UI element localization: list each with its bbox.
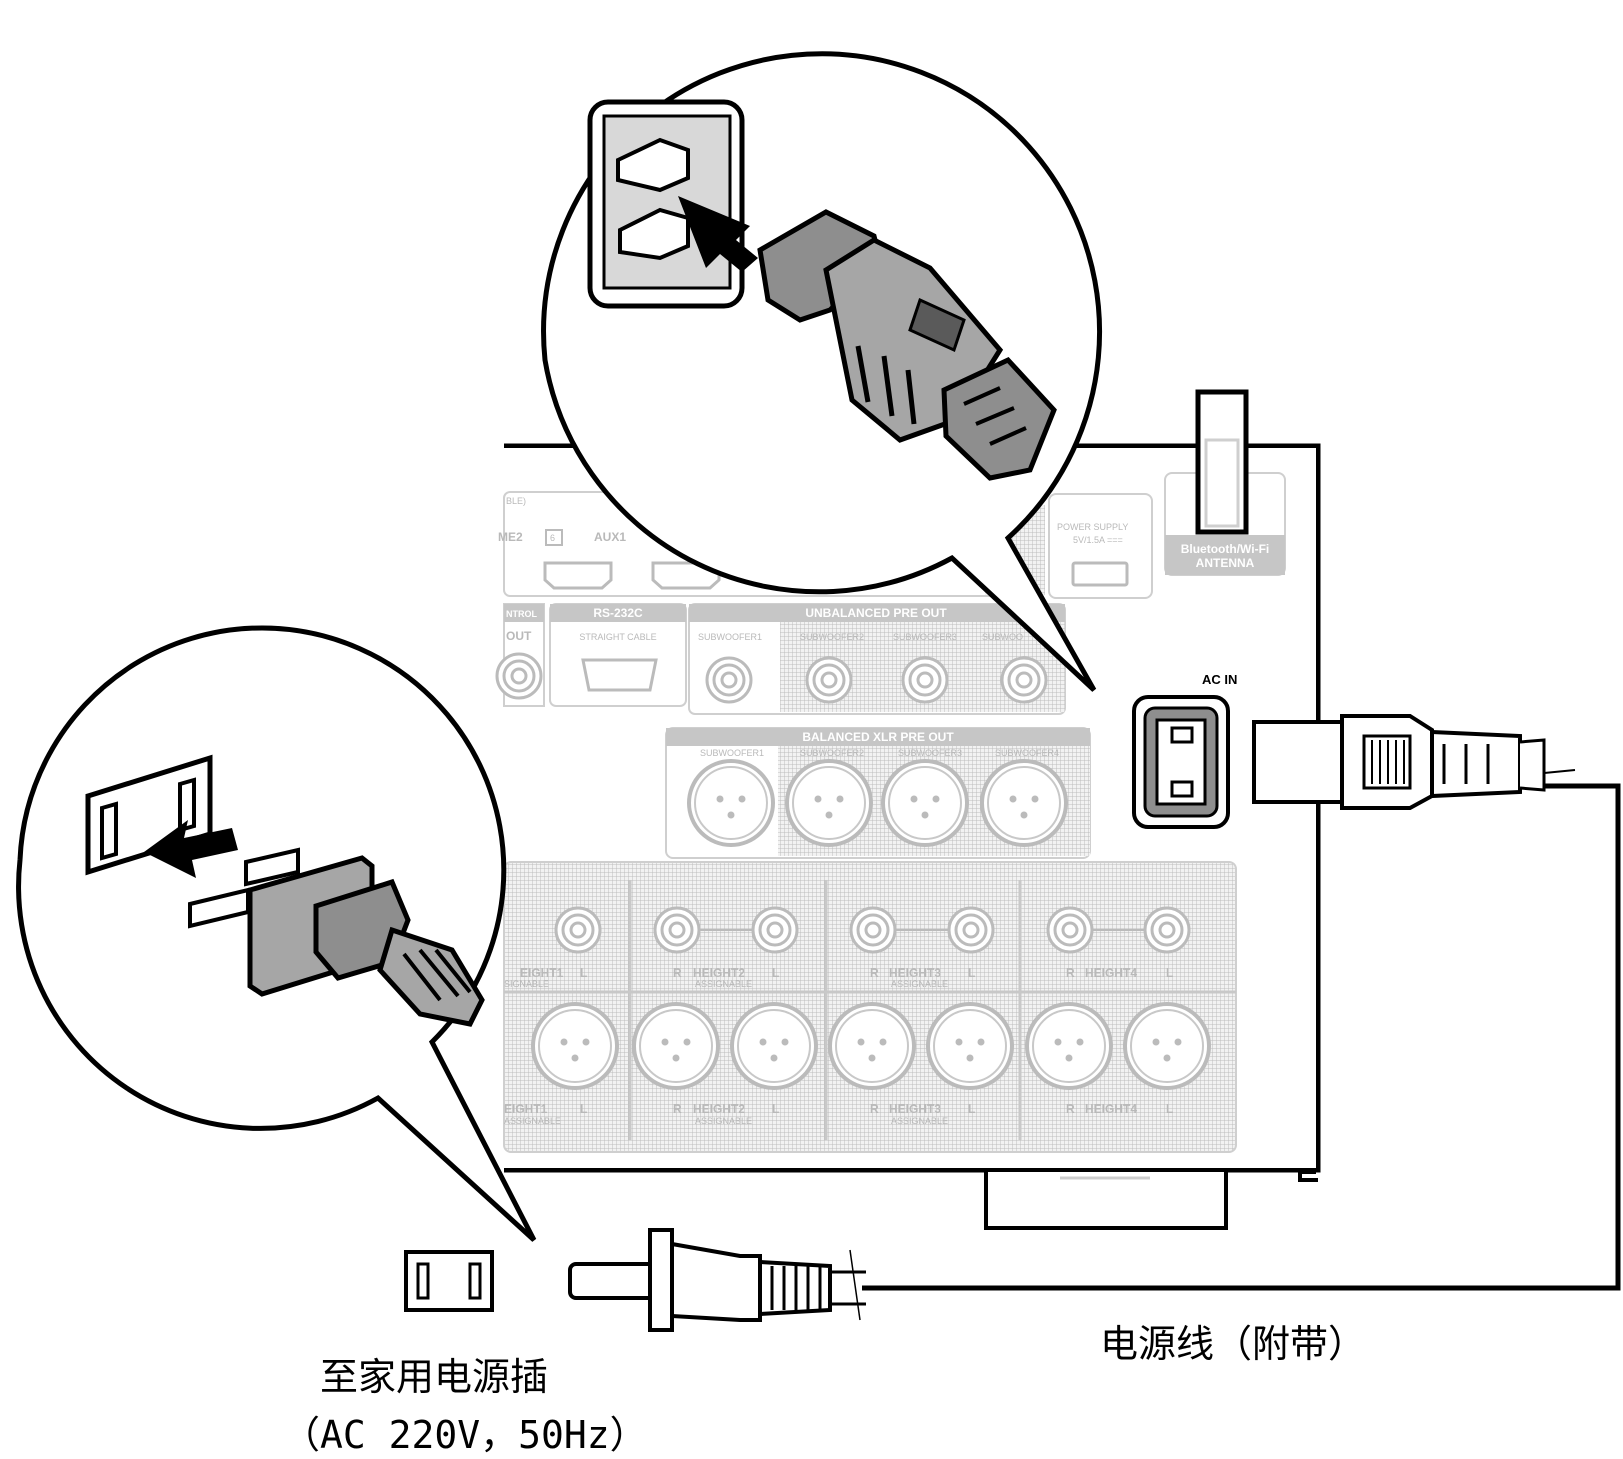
inlet-socket — [587, 99, 745, 309]
height1-label: EIGHT1 — [504, 1102, 548, 1116]
l-label: L — [772, 1102, 779, 1116]
r-label: R — [673, 966, 682, 980]
l-label: L — [1166, 966, 1173, 980]
l-label: L — [1166, 1102, 1173, 1116]
height3-sub: ASSIGNABLE — [891, 1116, 948, 1126]
height2-sub: ASSIGNABLE — [695, 1116, 752, 1126]
hdmi-port — [543, 561, 613, 590]
iec-connector-closeup — [757, 209, 1057, 481]
power-cord — [404, 714, 1621, 1332]
height1-sub: SIGNABLE — [504, 979, 549, 989]
r-label: R — [870, 966, 879, 980]
subwoofer2-label: SUBWOOFER2 — [800, 632, 864, 642]
two-pin-plug-closeup — [188, 847, 485, 1027]
hdmi-cable-note: BLE) — [506, 496, 526, 506]
r-label: R — [673, 1102, 682, 1116]
subwoofer3-label: SUBWOOFER3 — [893, 632, 957, 642]
height1-sub: ASSIGNABLE — [504, 1116, 561, 1126]
height2-label: HEIGHT2 — [693, 966, 745, 980]
height4-label: HEIGHT4 — [1085, 966, 1137, 980]
insert-arrow-icon — [678, 196, 758, 272]
outlet-caption: 至家用电源插 — [320, 1355, 549, 1399]
control-label: NTROL — [506, 609, 537, 619]
r-label: R — [1066, 966, 1075, 980]
antenna-label: Bluetooth/Wi-Fi — [1181, 542, 1270, 556]
xlr-subwoofer1-label: SUBWOOFER1 — [700, 748, 764, 758]
receiver-rear-panel: BLE) ME2 6 AUX1 R2 POWER SUPPLY 5V/1.5A … — [495, 389, 1321, 1230]
height2-label: HEIGHT2 — [693, 1102, 745, 1116]
height4-label: HEIGHT4 — [1085, 1102, 1137, 1116]
iec-plug — [1252, 714, 1546, 810]
l-label: L — [580, 966, 587, 980]
height1-label: EIGHT1 — [520, 966, 564, 980]
ac-in-label: AC IN — [1202, 672, 1237, 687]
r-label: R — [1066, 1102, 1075, 1116]
subwoofer4-label: SUBWOO — [982, 632, 1023, 642]
height2-sub: ASSIGNABLE — [695, 979, 752, 989]
xlr-subwoofer4-label: SUBWOOFER4 — [995, 748, 1059, 758]
power-cord-caption: 电源线（附带） — [1100, 1322, 1367, 1366]
aux1-label: AUX1 — [594, 530, 626, 544]
receiver-foot — [984, 1172, 1228, 1230]
straight-cable-label: STRAIGHT CABLE — [579, 632, 656, 642]
callout-wall-outlet — [16, 625, 537, 1242]
home2-label: ME2 — [498, 530, 523, 544]
out-label: OUT — [506, 629, 532, 643]
usb-port — [1071, 561, 1129, 587]
l-label: L — [968, 966, 975, 980]
home2-number: 6 — [550, 533, 555, 543]
antenna-label-2: ANTENNA — [1196, 556, 1255, 570]
plug-in-arrow-icon — [144, 820, 238, 878]
l-label: L — [580, 1102, 587, 1116]
subwoofer1-label: SUBWOOFER1 — [698, 632, 762, 642]
wall-outlet-icon — [404, 1250, 494, 1312]
xlr-subwoofer3-label: SUBWOOFER3 — [898, 748, 962, 758]
height3-sub: ASSIGNABLE — [891, 979, 948, 989]
balanced-xlr-label: BALANCED XLR PRE OUT — [802, 730, 954, 744]
xlr-subwoofer2-label: SUBWOOFER2 — [800, 748, 864, 758]
power-supply-rating: 5V/1.5A === — [1073, 535, 1123, 545]
height3-label: HEIGHT3 — [889, 1102, 941, 1116]
power-supply-label: POWER SUPPLY — [1057, 522, 1128, 532]
r-label: R — [870, 1102, 879, 1116]
height3-label: HEIGHT3 — [889, 966, 941, 980]
callout-ac-inlet — [541, 51, 1103, 692]
l-label: L — [968, 1102, 975, 1116]
outlet-spec-caption: （AC 220V，50Hz） — [282, 1413, 648, 1457]
rs232c-label: RS-232C — [593, 606, 643, 620]
serial-port — [581, 658, 658, 692]
wall-plug — [568, 1228, 866, 1332]
l-label: L — [772, 966, 779, 980]
unbalanced-pre-out-label: UNBALANCED PRE OUT — [805, 606, 947, 620]
